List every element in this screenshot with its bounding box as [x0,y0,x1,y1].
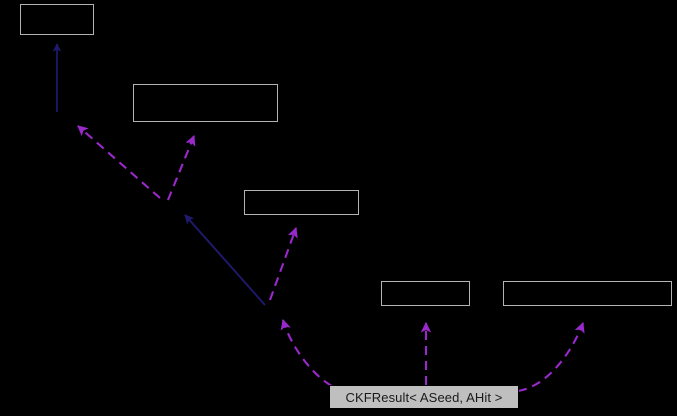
class-node-lower-mid[interactable] [381,281,470,306]
edge-curve-to-left [280,318,346,394]
edge-dashed-center [269,227,298,301]
class-node-center[interactable] [244,190,359,215]
class-node-ckfresult[interactable]: CKFResult< ASeed, AHit > [329,385,519,409]
class-node-label: CKFResult< ASeed, AHit > [345,389,503,405]
class-node-lower-right[interactable] [503,281,672,306]
edge-diag-inherit [184,214,266,306]
edge-dashed-upper-mid [167,135,196,201]
edge-curve-to-right [517,322,585,393]
class-node-top-left[interactable] [20,4,94,35]
class-node-upper-mid[interactable] [133,84,278,122]
edge-diag-dashed-left [77,125,161,199]
